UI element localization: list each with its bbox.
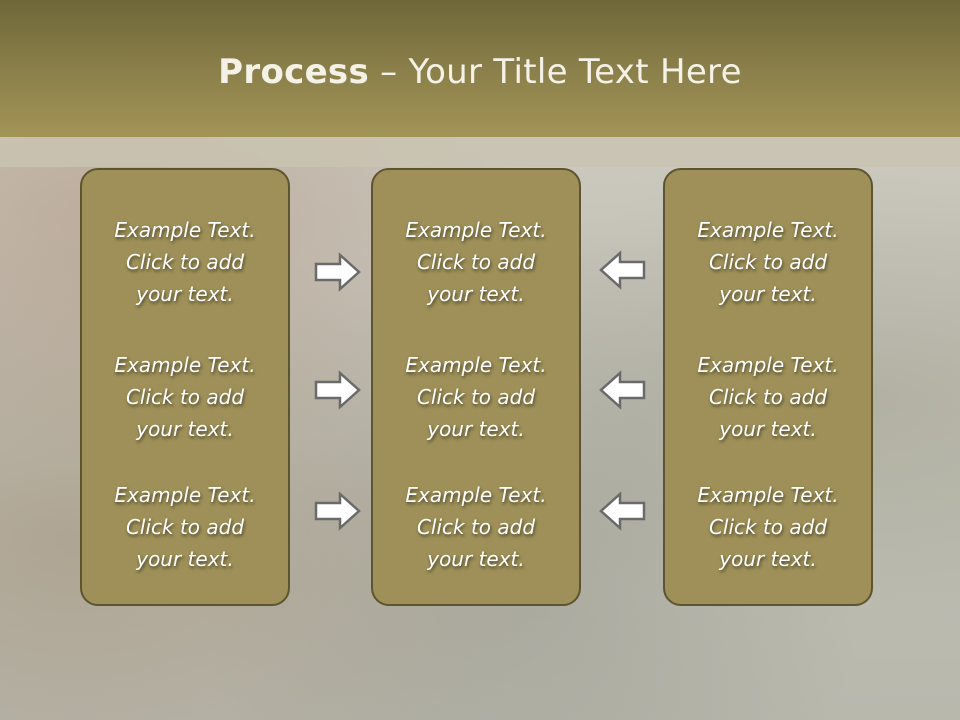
arrow-left-icon bbox=[599, 250, 646, 290]
text-line: your text. bbox=[719, 282, 817, 306]
text-block[interactable]: Example Text. Click to add your text. bbox=[82, 349, 288, 445]
text-line: Click to add bbox=[416, 385, 536, 409]
text-block[interactable]: Example Text. Click to add your text. bbox=[82, 479, 288, 575]
process-box-middle[interactable]: Example Text. Click to add your text. Ex… bbox=[371, 168, 581, 606]
text-line: your text. bbox=[136, 282, 234, 306]
text-line: Click to add bbox=[708, 385, 828, 409]
text-block[interactable]: Example Text. Click to add your text. bbox=[82, 214, 288, 310]
text-block[interactable]: Example Text. Click to add your text. bbox=[665, 479, 871, 575]
text-block[interactable]: Example Text. Click to add your text. bbox=[373, 479, 579, 575]
text-line: Example Text. bbox=[405, 353, 547, 377]
title-bar: Process – Your Title Text Here bbox=[0, 0, 960, 137]
text-line: your text. bbox=[719, 417, 817, 441]
title-rest-part: – Your Title Text Here bbox=[369, 52, 742, 92]
text-block[interactable]: Example Text. Click to add your text. bbox=[665, 349, 871, 445]
arrow-left-icon bbox=[599, 370, 646, 410]
arrow-right-icon bbox=[314, 491, 361, 531]
header-divider-band bbox=[0, 137, 960, 167]
text-line: Example Text. bbox=[697, 353, 839, 377]
text-line: Click to add bbox=[416, 515, 536, 539]
process-box-right[interactable]: Example Text. Click to add your text. Ex… bbox=[663, 168, 873, 606]
text-line: Click to add bbox=[708, 515, 828, 539]
text-line: Example Text. bbox=[405, 218, 547, 242]
text-line: Example Text. bbox=[114, 218, 256, 242]
text-line: your text. bbox=[136, 417, 234, 441]
process-box-left[interactable]: Example Text. Click to add your text. Ex… bbox=[80, 168, 290, 606]
text-line: Example Text. bbox=[114, 353, 256, 377]
text-line: Click to add bbox=[708, 250, 828, 274]
text-line: your text. bbox=[136, 547, 234, 571]
slide-title[interactable]: Process – Your Title Text Here bbox=[0, 52, 960, 92]
text-line: your text. bbox=[427, 547, 525, 571]
title-bold-part: Process bbox=[218, 52, 370, 92]
arrow-right-icon bbox=[314, 370, 361, 410]
text-line: Click to add bbox=[125, 385, 245, 409]
arrow-right-icon bbox=[314, 252, 361, 292]
text-line: Click to add bbox=[125, 515, 245, 539]
text-block[interactable]: Example Text. Click to add your text. bbox=[373, 349, 579, 445]
text-block[interactable]: Example Text. Click to add your text. bbox=[373, 214, 579, 310]
text-line: Example Text. bbox=[405, 483, 547, 507]
text-line: your text. bbox=[719, 547, 817, 571]
text-line: Example Text. bbox=[114, 483, 256, 507]
text-line: Click to add bbox=[125, 250, 245, 274]
text-line: your text. bbox=[427, 282, 525, 306]
text-block[interactable]: Example Text. Click to add your text. bbox=[665, 214, 871, 310]
text-line: Example Text. bbox=[697, 218, 839, 242]
arrow-left-icon bbox=[599, 491, 646, 531]
text-line: Example Text. bbox=[697, 483, 839, 507]
text-line: your text. bbox=[427, 417, 525, 441]
text-line: Click to add bbox=[416, 250, 536, 274]
